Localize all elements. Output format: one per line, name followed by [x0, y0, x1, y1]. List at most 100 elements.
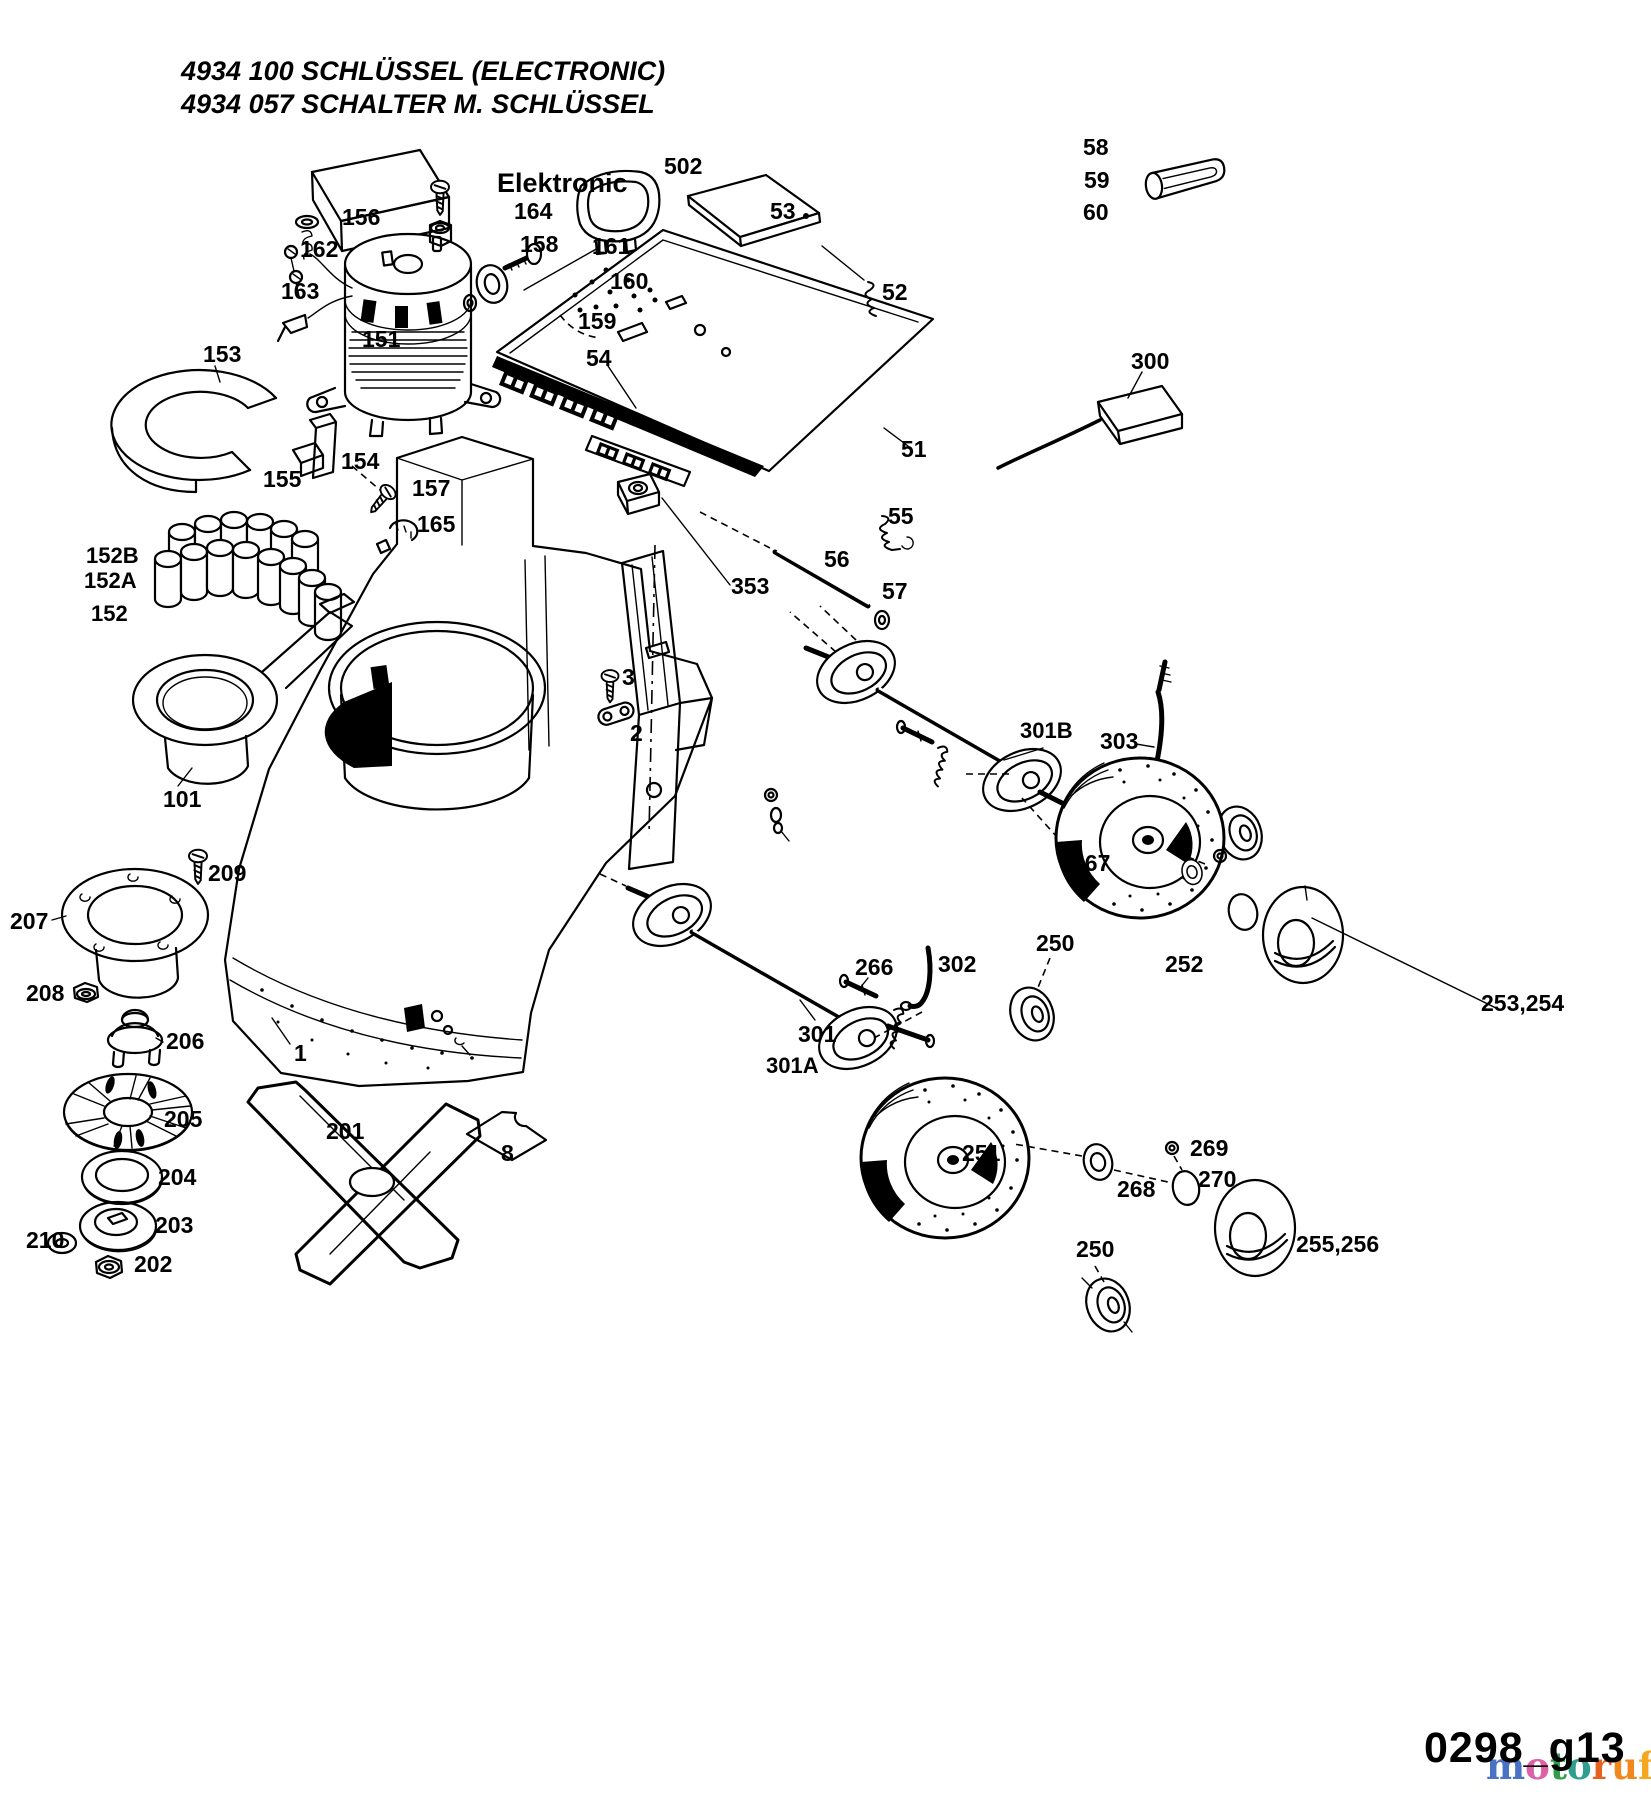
watermark-letters: motoruf — [1486, 1744, 1651, 1788]
axle-301-301A — [599, 870, 936, 1083]
part-label-2-29: 2 — [630, 720, 643, 746]
part-label-161-6: 161 — [592, 233, 631, 259]
part-label-203-57: 203 — [155, 1212, 194, 1238]
part-label-210-58: 210 — [26, 1227, 65, 1253]
ring-204 — [80, 1149, 164, 1206]
wheel-251 — [859, 1076, 1201, 1240]
part-label-152A-25: 152A — [84, 568, 137, 593]
main-housing-1 — [223, 435, 790, 1088]
watermark-letter-2: t — [1549, 1744, 1567, 1788]
part-label-59-16: 59 — [1084, 167, 1110, 193]
part-label-251-43: 251 — [962, 1140, 1001, 1166]
flange-207 — [51, 867, 210, 999]
part-label-155-20: 155 — [263, 466, 302, 492]
part-label-302-40: 302 — [938, 951, 977, 977]
flap-53 — [686, 173, 865, 281]
part-label-250-48: 250 — [1076, 1236, 1115, 1262]
watermark-motoruf: motoruf.de — [1486, 1744, 1651, 1788]
part-label-301-41: 301 — [798, 1021, 837, 1047]
part-label-156-1: 156 — [342, 204, 381, 230]
part-label-162-4: 162 — [300, 236, 339, 262]
part-label-303-35: 303 — [1100, 728, 1139, 754]
motor-hardware — [283, 179, 599, 313]
part-label-301B-34: 301B — [1020, 718, 1073, 743]
part-label-300-18: 300 — [1131, 348, 1170, 374]
bracket-8 — [465, 1110, 548, 1162]
part-label-353-30: 353 — [731, 573, 770, 599]
part-label-163-5: 163 — [281, 278, 320, 304]
part-label-160-7: 160 — [610, 268, 649, 294]
title-line-1: 4934 100 SCHLÜSSEL (ELECTRONIC) — [181, 56, 666, 86]
part-label-208-52: 208 — [26, 980, 65, 1006]
part-label-269-44: 269 — [1190, 1135, 1229, 1161]
nut-353 — [616, 472, 731, 586]
part-label-151-9: 151 — [362, 326, 401, 352]
part-label-51-14: 51 — [901, 436, 927, 462]
wheel-252 — [1054, 756, 1259, 931]
part-label-53-12: 53 — [770, 198, 796, 224]
watermark-letter-4: r — [1591, 1744, 1612, 1788]
ring-153 — [110, 365, 278, 494]
part-label-268-46: 268 — [1117, 1176, 1156, 1202]
impeller-205 — [62, 1072, 194, 1152]
part-label-159-8: 159 — [578, 308, 617, 334]
part-label-253254-49: 253,254 — [1481, 990, 1565, 1016]
part-label-58-15: 58 — [1083, 134, 1109, 160]
blocks-154-155 — [291, 412, 381, 491]
nut-208 — [72, 981, 100, 1004]
page-code: 0298_g13 — [1424, 1724, 1626, 1772]
part-label-204-56: 204 — [158, 1164, 197, 1190]
part-label-52-13: 52 — [882, 279, 908, 305]
title-line-2: 4934 057 SCHALTER M. SCHLÜSSEL — [181, 89, 655, 119]
part-label-250-37: 250 — [1036, 930, 1075, 956]
screw-209 — [188, 848, 208, 885]
part-label-54-10: 54 — [586, 345, 612, 371]
part-label-202-59: 202 — [134, 1251, 173, 1277]
part-label-209-50: 209 — [208, 860, 247, 886]
key-switch-300 — [996, 371, 1184, 470]
part-label-101-27: 101 — [163, 786, 202, 812]
part-label-164-2: 164 — [514, 198, 553, 224]
part-label-152-26: 152 — [91, 601, 128, 626]
blade-201 — [246, 1080, 482, 1286]
watermark-letter-6: f — [1638, 1744, 1651, 1788]
part-label-3-28: 3 — [622, 664, 635, 690]
part-label-8-61: 8 — [501, 1140, 514, 1166]
rod-56 — [699, 511, 891, 631]
part-label-301A-42: 301A — [766, 1053, 819, 1078]
screw-157 — [363, 481, 400, 519]
washer-210 — [46, 1231, 78, 1255]
clamp-165 — [375, 519, 419, 555]
cap-206 — [106, 1008, 164, 1069]
watermark-letter-1: o — [1525, 1744, 1550, 1788]
hubcap-253-254 — [1261, 885, 1497, 1009]
deck-lid-51 — [492, 228, 935, 488]
terminal-blocks — [499, 370, 692, 488]
cover-502 — [576, 169, 661, 256]
part-label-252-38: 252 — [1165, 951, 1204, 977]
part-label-158-3: 158 — [520, 231, 559, 257]
part-label-154-21: 154 — [341, 448, 380, 474]
part-label-205-55: 205 — [164, 1106, 203, 1132]
part-label-60-17: 60 — [1083, 199, 1109, 225]
hub-cap-203 — [78, 1200, 158, 1253]
watermark-letter-5: u — [1611, 1744, 1639, 1788]
part-label-266-39: 266 — [855, 954, 894, 980]
part-label-207-51: 207 — [10, 908, 49, 934]
part-label-56-31: 56 — [824, 546, 850, 572]
part-label-1-54: 1 — [294, 1040, 307, 1066]
part-label-255256-47: 255,256 — [1296, 1231, 1380, 1257]
part-label-Elektronic-0: Elektronic — [497, 168, 628, 198]
part-label-157-22: 157 — [412, 475, 451, 501]
part-label-165-23: 165 — [417, 511, 456, 537]
nut-202 — [94, 1254, 124, 1280]
watermark-letter-0: m — [1486, 1744, 1526, 1788]
part-label-502-11: 502 — [664, 153, 703, 179]
screw-3-link-2 — [597, 669, 635, 726]
diagram-title: 4934 100 SCHLÜSSEL (ELECTRONIC) 4934 057… — [181, 55, 665, 121]
part-label-55-33: 55 — [888, 503, 914, 529]
sleeve-59 — [1144, 158, 1226, 200]
part-label-153-19: 153 — [203, 341, 242, 367]
part-label-206-53: 206 — [166, 1028, 205, 1054]
